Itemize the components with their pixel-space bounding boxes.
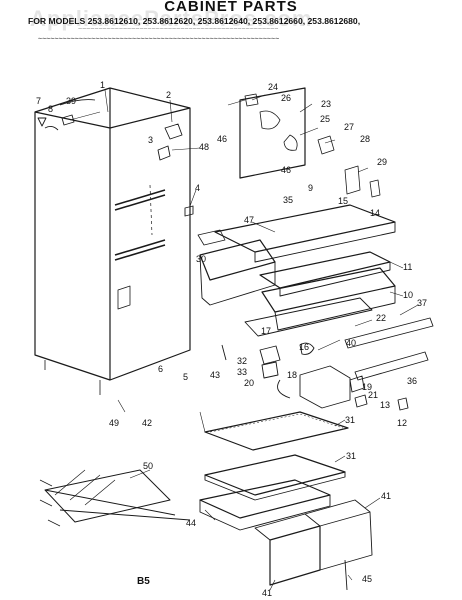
part-label-33: 33 [237,367,248,377]
right-rail [344,317,434,381]
part-label-1: 1 [100,80,106,90]
part-label-3: 3 [148,135,154,145]
attention-note-illegible: ~~~~~~~~~~~~~~~~~~~~~~~~~~~~~~~~~~~~~~~~… [38,36,280,43]
part-label-12: 12 [397,418,408,428]
part-label-50: 50 [143,461,154,471]
part-label-28: 28 [360,134,371,144]
part-label-17: 17 [261,326,272,336]
cabinet-shell [34,87,191,395]
part-label-21: 21 [368,390,379,400]
part-label-41b: 41 [262,588,273,598]
crisper-drawers [254,499,373,591]
hinge-parts-top-left [37,114,194,217]
part-label-20: 20 [244,378,255,388]
part-label-49: 49 [109,418,120,428]
part-label-2: 2 [166,90,172,100]
part-label-24: 24 [268,82,279,92]
part-label-48: 48 [199,142,210,152]
part-label-16: 16 [299,342,310,352]
part-label-31b: 31 [346,451,357,461]
part-label-26: 26 [281,93,292,103]
part-label-6: 6 [158,364,164,374]
part-label-8: 8 [48,104,54,114]
part-label-10: 10 [403,290,414,300]
part-label-7: 7 [36,96,42,106]
models-line: FOR MODELS 253.8612610, 253.8612620, 253… [28,16,361,26]
part-label-25: 25 [320,114,331,124]
part-label-45: 45 [362,574,373,584]
part-label-44: 44 [186,518,197,528]
part-label-13: 13 [380,400,391,410]
part-label-4: 4 [195,183,201,193]
leader-lines [104,89,419,591]
part-label-41a: 41 [381,491,392,501]
diagram-title: CABINET PARTS [164,0,298,15]
part-label-32: 32 [237,356,248,366]
part-label-30: 30 [196,254,207,264]
part-label-27: 27 [344,122,355,132]
cross-rail-frame [39,469,191,527]
part-label-39: 39 [66,96,77,106]
part-label-19: 19 [362,382,373,392]
part-label-15: 15 [338,196,349,206]
part-label-11: 11 [403,262,413,272]
part-label-14: 14 [370,208,381,218]
part-label-37: 37 [417,298,428,308]
lower-shelves [199,411,349,531]
part-label-29: 29 [377,157,388,167]
part-label-22: 22 [376,313,387,323]
part-label-46b: 46 [281,165,292,175]
models-line-2-illegible: ~~~~~~~~~~~~~~~~~~~~~~~~~~~~~~~~~~~~~~~~… [78,26,279,33]
part-label-47: 47 [244,215,255,225]
small-parts-middle [221,342,409,411]
part-label-5: 5 [183,372,189,382]
part-label-43: 43 [210,370,221,380]
shelf-and-control-assembly [197,204,396,337]
watermark: AppliancePartsPros.com [30,6,313,31]
door-assembly-upper [239,87,381,198]
part-label-40: 40 [346,338,357,348]
part-label-9: 9 [308,183,314,193]
page-code: B5 [137,576,150,587]
part-label-42: 42 [142,418,153,428]
part-label-46a: 46 [217,134,228,144]
part-label-23: 23 [321,99,332,109]
part-label-31a: 31 [345,415,356,425]
part-label-36: 36 [407,376,418,386]
part-label-35: 35 [283,195,294,205]
part-label-18: 18 [287,370,298,380]
